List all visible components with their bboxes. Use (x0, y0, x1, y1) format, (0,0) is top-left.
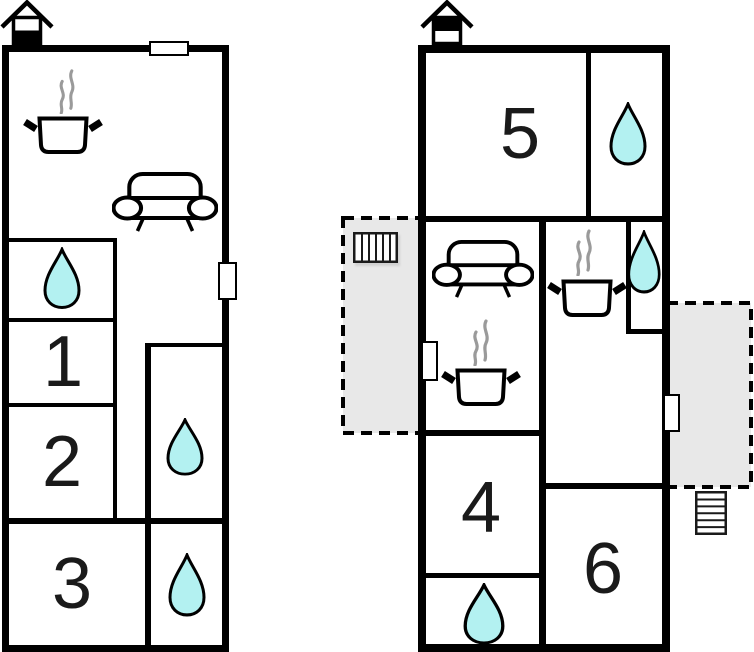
cooking-pot-icon (441, 368, 521, 406)
interior-wall (626, 329, 662, 334)
chimney-icon (0, 0, 54, 46)
stairs-icon (695, 491, 727, 535)
interior-wall (9, 238, 117, 242)
room-6-label: 6 (582, 529, 624, 609)
cooking-pot-icon (23, 116, 103, 154)
cooking-pot-icon (547, 279, 627, 317)
sofa-icon (112, 172, 218, 232)
building-left: 1 2 3 (2, 41, 237, 652)
room-1-label: 1 (42, 322, 84, 402)
water-drop-icon (166, 418, 204, 476)
interior-wall (426, 573, 546, 578)
window (149, 41, 189, 56)
steam-icon (576, 229, 592, 276)
water-drop-icon (43, 247, 81, 310)
interior-wall (145, 343, 151, 645)
room-4-label: 4 (460, 468, 502, 548)
interior-wall (9, 403, 117, 407)
interior-wall (113, 238, 117, 524)
terrace-right (665, 301, 753, 489)
radiator-icon (353, 232, 398, 263)
interior-wall (539, 483, 662, 489)
window (218, 262, 237, 300)
water-drop-icon (463, 583, 505, 645)
steam-icon (59, 69, 75, 114)
building-right: 5 4 6 (418, 45, 680, 652)
room-2-label: 2 (41, 422, 83, 502)
chimney-icon (420, 0, 474, 46)
steam-icon (473, 319, 489, 366)
window (663, 394, 680, 432)
interior-wall (586, 53, 591, 218)
sofa-icon (432, 239, 534, 298)
interior-wall (145, 343, 222, 347)
water-drop-icon (609, 102, 647, 166)
window (421, 341, 438, 381)
room-5-label: 5 (499, 94, 541, 174)
interior-wall (426, 430, 546, 436)
room-3-label: 3 (51, 544, 93, 624)
water-drop-icon (627, 230, 661, 294)
water-drop-icon (168, 553, 206, 617)
interior-wall (9, 318, 117, 322)
